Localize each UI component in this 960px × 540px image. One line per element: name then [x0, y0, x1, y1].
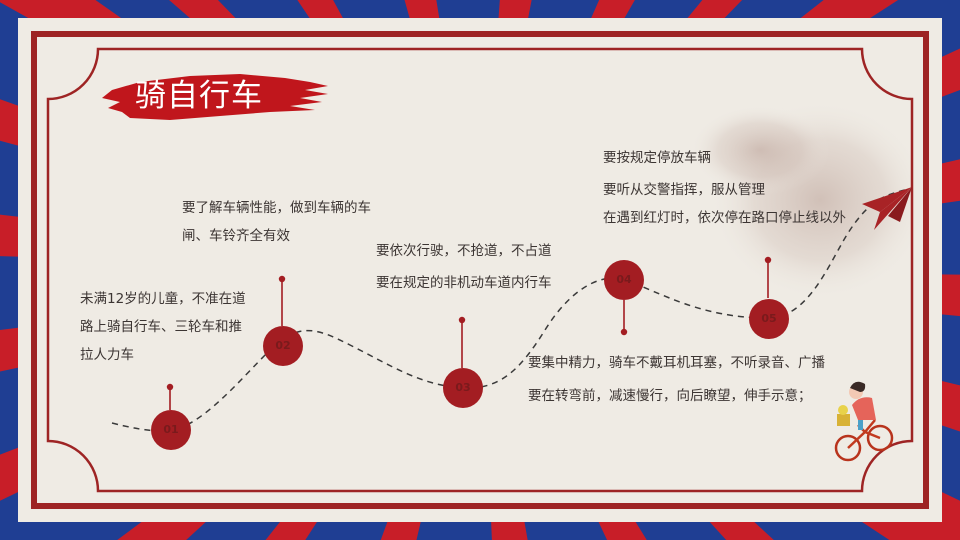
node-02-text: 要了解车辆性能，做到车辆的车 闸、车铃齐全有效: [182, 200, 371, 244]
node-label-05: 05: [761, 312, 777, 325]
node-05: [749, 299, 789, 339]
timeline-path: [111, 189, 906, 432]
inner-frame: [46, 47, 914, 493]
outer-frame: [31, 31, 929, 509]
node-label-02: 02: [275, 339, 291, 352]
node-04-text: 要集中精力，骑车不戴耳机耳塞，不听录音、广播 要在转弯前，减速慢行，向后瞭望，伸…: [528, 355, 825, 404]
node-label-03: 03: [455, 381, 471, 394]
node-label-01: 01: [163, 423, 179, 436]
cyclist-illustration: [834, 381, 894, 462]
node-03-text: 要依次行驶，不抢道，不占道 要在规定的非机动车道内行车: [376, 243, 552, 291]
paper-plane-icon: [862, 187, 912, 230]
brush-stroke-icon: [102, 74, 328, 120]
node-03: [443, 368, 483, 408]
page-title: 骑自行车: [135, 78, 263, 114]
node-01-text: 未满12岁的儿童，不准在道 路上骑自行车、三轮车和推 拉人力车: [80, 291, 246, 363]
node-01: [151, 410, 191, 450]
title-brush: 骑自行车: [100, 68, 330, 124]
node-05-text: 要按规定停放车辆 要听从交警指挥，服从管理 在遇到红灯时，依次停在路口停止线以外: [603, 150, 846, 226]
node-label-04: 04: [616, 273, 632, 286]
node-02: [263, 326, 303, 366]
node-04: [604, 260, 644, 300]
